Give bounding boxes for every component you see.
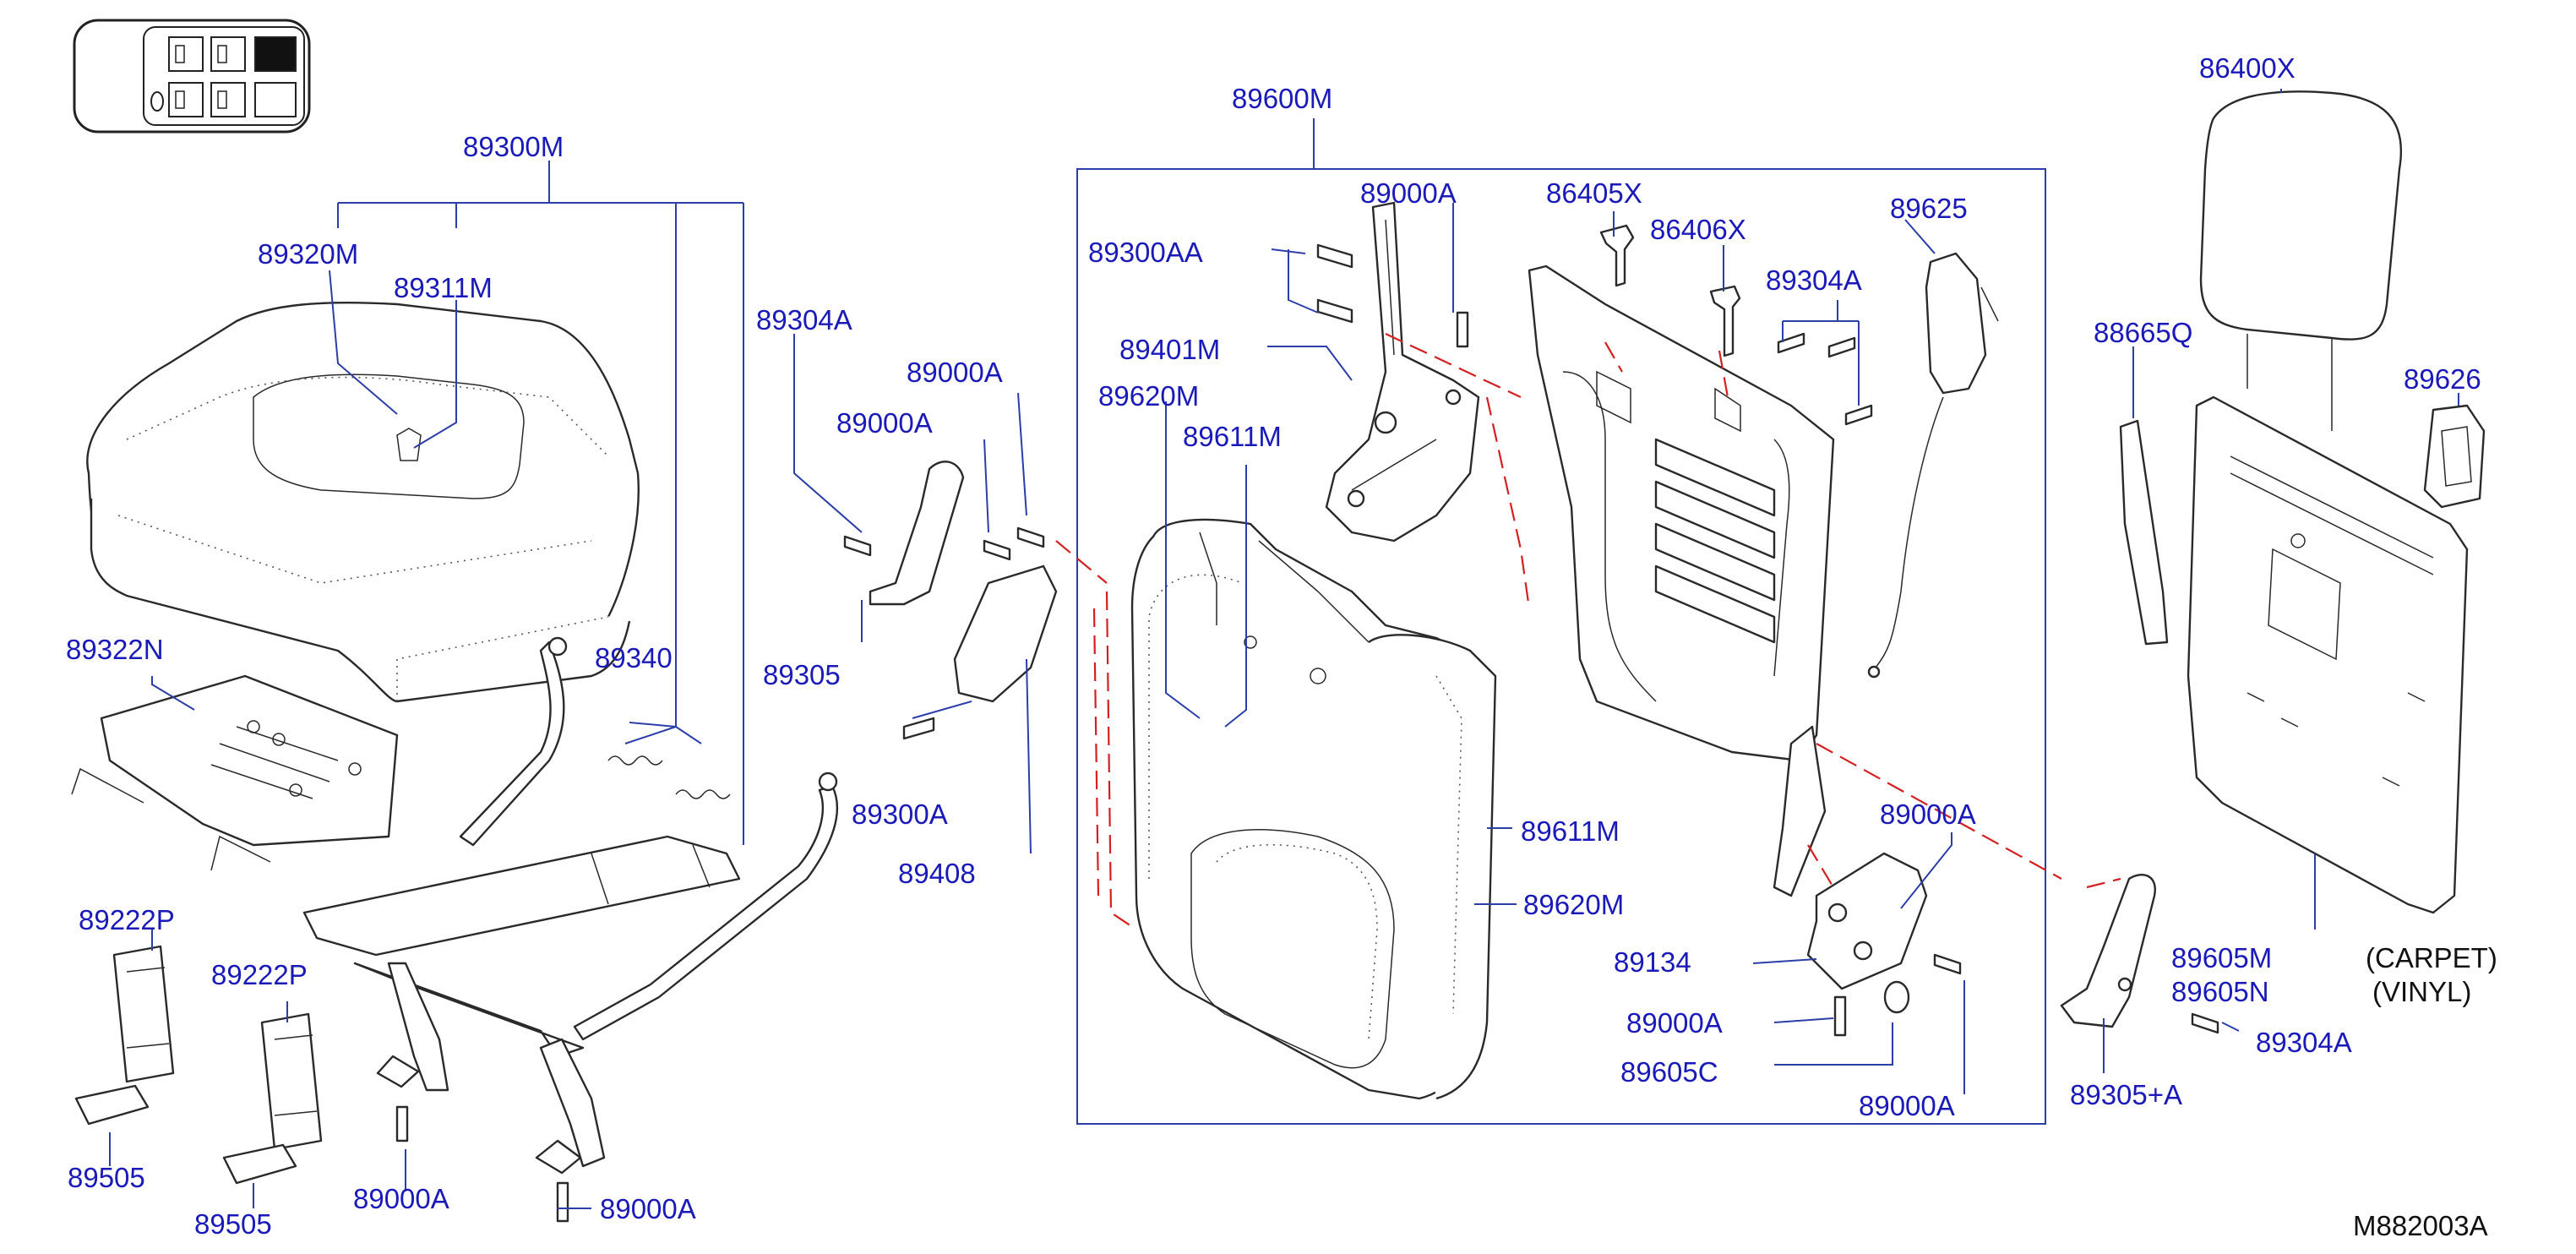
label-89605M: 89605M [2171,942,2272,973]
part-labels: 89300M 89320M 89311M 89304A 89000A 89000… [66,52,2497,1241]
latch-cable-drawing [1867,252,1999,679]
right-side-bracket-drawing [2060,873,2156,1028]
lower-bracket-drawing [1806,852,1928,990]
label-89000A-top: 89000A [907,357,1003,388]
label-89134: 89134 [1614,946,1691,978]
label-89505-2: 89505 [194,1208,272,1240]
seat-frame-drawing [302,636,839,1175]
label-89408: 89408 [898,858,976,889]
seat-back-frame-drawing [1528,264,1835,897]
label-89000A-bl2: 89000A [600,1193,696,1224]
drawing-code: M882003A [2353,1210,2488,1241]
hinge-cover-drawing [74,945,323,1185]
label-89505-1: 89505 [68,1162,145,1193]
label-89222P-1: 89222P [79,904,175,935]
label-86405X: 86405X [1546,177,1642,209]
label-89620M-top: 89620M [1098,380,1199,412]
label-89605C: 89605C [1620,1056,1718,1088]
label-89000A-bl1: 89000A [353,1183,449,1214]
label-carpet: (CARPET) [2366,942,2497,973]
side-bracket-drawing [869,461,1058,703]
label-89000A-low: 89000A [1626,1007,1723,1039]
cushion-plate-drawing [71,674,399,871]
label-89320M: 89320M [258,238,358,270]
label-89305A: 89305+A [2070,1079,2182,1110]
label-89300AA: 89300AA [1088,237,1203,268]
alignment-lines [1055,333,2121,930]
label-89620M-side: 89620M [1523,889,1624,920]
label-86400X: 86400X [2199,52,2296,84]
latch-cover-drawing [2423,404,2486,509]
label-89611M-side: 89611M [1521,815,1620,847]
label-86406X: 86406X [1650,214,1746,245]
leader-lines [109,89,2459,1209]
label-89600M: 89600M [1232,83,1332,114]
headrest-drawing [2199,90,2403,431]
spring-drawing [607,755,731,799]
label-89300M: 89300M [463,131,564,162]
label-89605N: 89605N [2171,976,2269,1007]
label-89000A-bracket: 89000A [1880,799,1976,830]
seat-back-cushion-drawing [1130,518,1497,1100]
seat-cushion-drawing [86,302,640,703]
label-89322N: 89322N [66,634,164,665]
label-89626: 89626 [2404,363,2481,395]
label-89304A-right: 89304A [2256,1027,2352,1058]
label-89000A-mid: 89000A [836,407,933,439]
label-89300A: 89300A [852,799,948,830]
seat-back-hinge-drawing [1325,201,1480,542]
seat-position-map-icon [73,19,311,134]
label-89311M: 89311M [394,272,493,303]
label-88665Q: 88665Q [2094,317,2192,348]
label-vinyl: (VINYL) [2372,976,2471,1007]
label-89222P-2: 89222P [211,959,308,990]
label-89305: 89305 [763,659,841,690]
strap-drawing [2119,419,2169,646]
seat-back-panel-drawing [2187,395,2469,914]
label-89625: 89625 [1890,193,1968,224]
label-89000A-bottom: 89000A [1859,1090,1955,1121]
label-89340: 89340 [595,642,673,673]
label-89000A-hinge: 89000A [1360,177,1457,209]
seat-back-assembly-box [1076,168,2046,1125]
label-89611M-top: 89611M [1183,421,1282,452]
headrest-guide-drawing [1599,224,1741,357]
label-89304A-left: 89304A [756,304,852,335]
label-89304A-mid: 89304A [1766,264,1862,296]
label-89401M: 89401M [1119,334,1220,365]
